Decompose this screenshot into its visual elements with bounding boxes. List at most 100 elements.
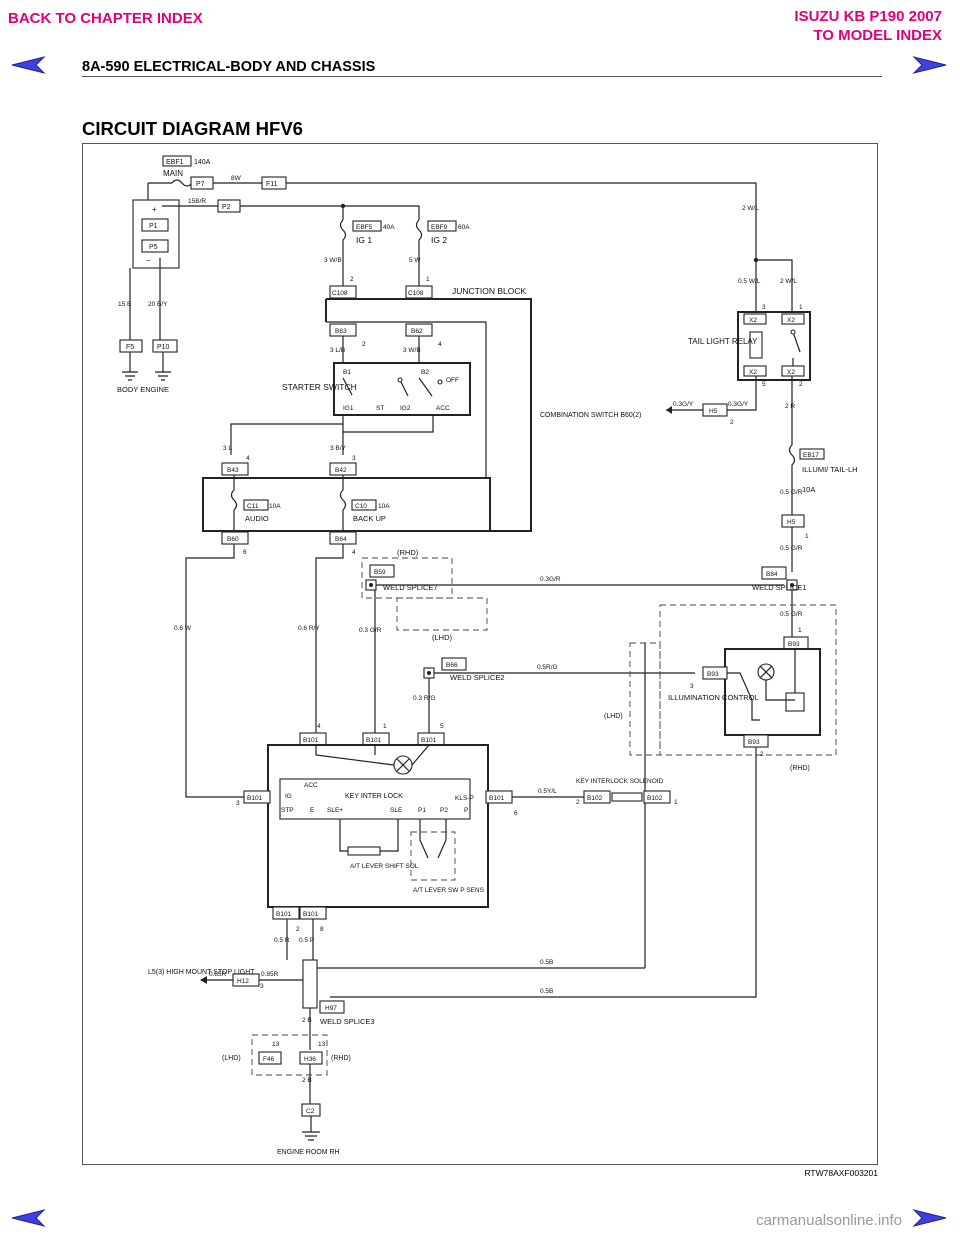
model-title-link[interactable]: ISUZU KB P190 2007	[794, 8, 942, 25]
fuse-illum-rating: 10A	[802, 485, 815, 494]
relay-to-h5-wire	[727, 376, 757, 411]
shift-sol-coil-icon	[347, 846, 381, 856]
junction-block-frame	[325, 298, 532, 532]
back-to-chapter-link[interactable]: BACK TO CHAPTER INDEX	[8, 10, 203, 27]
arrow-left-icon	[200, 976, 207, 984]
resistor-icon	[785, 692, 805, 712]
key-interlock-label: KEY INTER LOCK	[345, 793, 403, 800]
connector-b93-c-label: B93	[748, 739, 760, 746]
pin-2: 2	[760, 751, 764, 758]
pin-e: E	[310, 807, 315, 814]
connector-b102-a	[583, 790, 611, 804]
connector-b66-label: B66	[446, 662, 458, 669]
battery-minus: −	[146, 256, 151, 265]
wire-03gy-b-label: 0.3G/Y	[728, 401, 749, 408]
pin-2: 2	[350, 276, 354, 283]
battery-plus: +	[152, 205, 157, 214]
diagram-title: CIRCUIT DIAGRAM HFV6	[82, 118, 303, 139]
connector-b59-label: B59	[374, 569, 386, 576]
splice-dot	[369, 583, 373, 587]
connector-b101-e-label: B101	[489, 795, 505, 802]
pin-13: 13	[272, 1041, 280, 1048]
diagram-frame	[82, 143, 878, 1165]
pin-4: 4	[317, 723, 321, 730]
pin-1: 1	[799, 304, 803, 311]
wire-03gr-label: 0.3 G/R	[359, 627, 382, 634]
wire-2b-b-label: 2 B	[302, 1077, 312, 1084]
contact-icon	[790, 329, 796, 335]
sw-sens-dashed-region	[410, 831, 456, 881]
pin-acc: ACC	[304, 782, 318, 789]
starter-switch-label: STARTER SWITCH	[282, 382, 357, 392]
pin-1: 1	[798, 627, 802, 634]
fuse-audio-name: AUDIO	[245, 514, 269, 523]
fuse-illum-code-box	[799, 448, 825, 460]
wire-05b-b	[330, 747, 757, 998]
connector-c108-a-label: C108	[332, 290, 348, 297]
connector-b101-c-label: B101	[421, 737, 437, 744]
illum-lhd-label: (LHD)	[604, 713, 623, 720]
wire-05rg-label: 0.5R/G	[537, 664, 558, 671]
fuse-ig1-name: IG 1	[356, 235, 372, 245]
connector-b43-label: B43	[227, 467, 239, 474]
pin-4: 4	[352, 549, 356, 556]
starter-ig2: IG2	[400, 405, 411, 412]
ground-rhd-label: (RHD)	[331, 1055, 351, 1062]
pin-6: 6	[514, 810, 518, 817]
illum-control-label: ILLUMINATION CONTROL	[668, 693, 759, 702]
connector-b93-b-label: B93	[707, 671, 719, 678]
connector-p5-label: P5	[149, 244, 158, 251]
figure-id: RTW78AXF003201	[804, 1168, 878, 1178]
connector-b42-label: B42	[335, 467, 347, 474]
pin-6: 6	[243, 549, 247, 556]
connector-x2-2-label: X2	[787, 317, 795, 324]
starter-output-wires	[230, 415, 434, 455]
ground-dashed-region	[251, 1034, 328, 1076]
wire-03rg-label: 0.3 R/G	[413, 695, 435, 702]
ground-icon	[122, 352, 138, 381]
ground-icon	[155, 352, 171, 381]
connector-b101-g-label: B101	[303, 911, 319, 918]
pin-p2: P2	[440, 807, 448, 814]
right-arrow-icon[interactable]	[912, 55, 948, 75]
wire-main-bus	[286, 182, 757, 260]
fuse-backup-rating: 10A	[378, 503, 390, 510]
fuse-backup-name: BACK UP	[353, 514, 386, 523]
junction-block-label: JUNCTION BLOCK	[452, 286, 526, 296]
pin-8: 8	[320, 926, 324, 933]
fuse-illum-code: EB17	[803, 452, 819, 459]
connector-h36	[299, 1051, 323, 1065]
connector-h5-a-label: H5	[709, 408, 718, 415]
left-arrow-icon[interactable]	[10, 1208, 46, 1228]
key-interlock-solenoid-label: KEY INTERLOCK SOLENOID	[576, 778, 664, 785]
wire-3by-label: 3 B/Y	[330, 445, 347, 452]
connector-p2-label: P2	[222, 204, 231, 211]
wire-20by-label: 20 B/Y	[148, 301, 168, 308]
connector-x2-4-label: X2	[787, 369, 795, 376]
to-model-index-link[interactable]: TO MODEL INDEX	[813, 27, 942, 44]
splice-dot	[340, 203, 346, 209]
solenoid-coil-icon	[611, 792, 643, 802]
pin-3: 3	[352, 455, 356, 462]
wire-05gr-d-label: 0.5 G/R	[780, 611, 803, 618]
fuse-audio-rating: 10A	[269, 503, 281, 510]
unit-bottom-wires	[286, 919, 314, 960]
fuse-illum-name: ILLUMI/ TAIL-LH	[802, 465, 858, 474]
lamp-cross	[396, 758, 410, 772]
fuse-ig1-link	[339, 219, 347, 286]
wire-03gy-a-label: 0.3G/Y	[673, 401, 694, 408]
right-arrow-icon[interactable]	[912, 1208, 948, 1228]
wire-3lb-label: 3 L/B	[330, 347, 345, 354]
main-fuse-code-box	[162, 155, 192, 167]
wire-085r-a-label: 0.85R	[209, 971, 227, 978]
starter-st: ST	[376, 405, 384, 412]
relay-switch-icon	[792, 331, 801, 366]
pin-3: 3	[260, 983, 264, 990]
key-interlock-unit-box	[267, 744, 489, 908]
connector-b66	[441, 657, 467, 671]
sw-sens-contacts	[419, 819, 447, 859]
pin-2: 2	[296, 926, 300, 933]
pin-4: 4	[246, 455, 250, 462]
left-arrow-icon[interactable]	[10, 55, 46, 75]
high-mount-label: L5(3) HIGH MOUNT STOP LIGHT	[148, 969, 255, 976]
